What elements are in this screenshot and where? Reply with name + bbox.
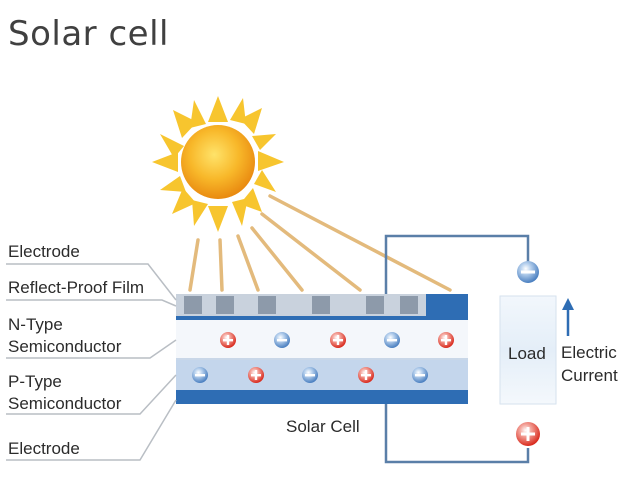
p-type-charges bbox=[192, 367, 428, 383]
label-electrode-bottom: Electrode bbox=[8, 439, 80, 458]
bottom-electrode bbox=[176, 390, 468, 404]
load-box: Load bbox=[499, 295, 557, 405]
label-reflect-proof-film: Reflect-Proof Film bbox=[8, 278, 144, 297]
load-positive-terminal bbox=[516, 422, 540, 446]
n-type-layer bbox=[176, 320, 468, 360]
solar-cell-stack bbox=[176, 294, 468, 404]
label-electrode-top: Electrode bbox=[8, 242, 80, 261]
label-p-type-line1: P-Type bbox=[8, 372, 62, 391]
label-leader-lines bbox=[6, 263, 177, 461]
load-label: Load bbox=[508, 344, 546, 363]
label-p-type-line2: Semiconductor bbox=[8, 394, 122, 413]
current-label-line1: Electric bbox=[561, 343, 617, 362]
solar-cell-label: Solar Cell bbox=[286, 417, 360, 436]
label-n-type-line1: N-Type bbox=[8, 315, 63, 334]
load-negative-terminal bbox=[517, 261, 539, 283]
light-beams bbox=[188, 194, 452, 292]
top-electrode-bars bbox=[184, 296, 418, 314]
current-label-line2: Current bbox=[561, 366, 618, 385]
page-title: Solar cell bbox=[8, 14, 169, 54]
n-type-charges bbox=[220, 332, 454, 348]
label-n-type-line2: Semiconductor bbox=[8, 337, 122, 356]
sun-icon bbox=[152, 96, 284, 232]
circuit-wire bbox=[384, 234, 530, 464]
current-arrow-icon bbox=[562, 298, 574, 336]
